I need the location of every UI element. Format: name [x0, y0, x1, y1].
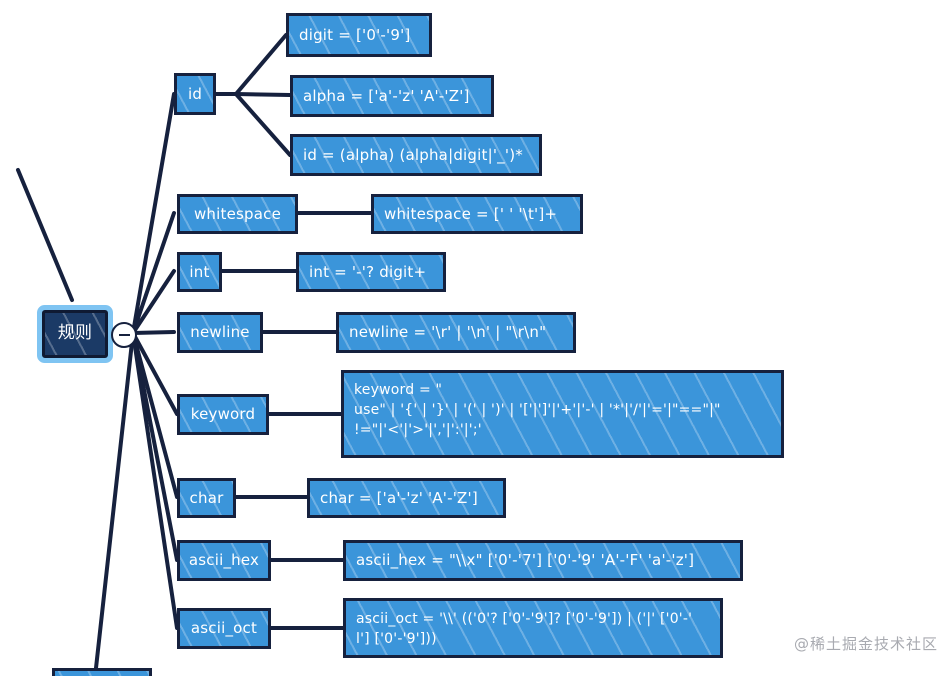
- collapse-toggle[interactable]: [111, 322, 137, 348]
- branch-node-newline[interactable]: newline: [177, 312, 263, 353]
- branch-node-ascii-oct[interactable]: ascii_oct: [177, 608, 271, 649]
- leaf-label-ascii-oct-rule: ascii_oct = '\\' (('0'? ['0'-'9']? ['0'-…: [356, 611, 693, 648]
- leaf-label-keyword-rule: keyword = " use" | '{' | '}' | '(' | ')'…: [354, 382, 721, 438]
- leaf-label-digit: digit = ['0'-'9']: [299, 25, 411, 44]
- leaf-label-newline-rule: newline = '\r' | '\n' | "\r\n": [349, 323, 547, 342]
- leaf-label-id-rule: id = (alpha) (alpha|digit|'_')*: [303, 145, 523, 164]
- leaf-node-int-rule[interactable]: int = '-'? digit+: [296, 252, 446, 292]
- leaf-label-ascii-hex-rule: ascii_hex = "\\x" ['0'-'7'] ['0'-'9' 'A'…: [356, 551, 695, 570]
- branch-node-int[interactable]: int: [177, 252, 222, 292]
- leaf-node-newline-rule[interactable]: newline = '\r' | '\n' | "\r\n": [336, 312, 576, 353]
- branch-node-id[interactable]: id: [174, 73, 216, 115]
- branch-node-ascii-hex[interactable]: ascii_hex: [177, 540, 271, 581]
- branch-label-keyword: keyword: [190, 405, 256, 424]
- leaf-label-char-rule: char = ['a'-'z' 'A'-'Z']: [320, 488, 478, 507]
- leaf-label-whitespace-rule: whitespace = [' ' '\t']+: [384, 204, 558, 223]
- branch-label-char: char: [189, 488, 224, 507]
- clipped-bottom-node[interactable]: [52, 668, 152, 676]
- leaf-node-digit[interactable]: digit = ['0'-'9']: [286, 13, 432, 57]
- leaf-node-whitespace-rule[interactable]: whitespace = [' ' '\t']+: [371, 194, 583, 234]
- leaf-node-ascii-hex-rule[interactable]: ascii_hex = "\\x" ['0'-'7'] ['0'-'9' 'A'…: [343, 540, 743, 581]
- branch-node-keyword[interactable]: keyword: [177, 394, 269, 435]
- leaf-node-alpha[interactable]: alpha = ['a'-'z' 'A'-'Z']: [290, 75, 494, 117]
- leaf-node-id-rule[interactable]: id = (alpha) (alpha|digit|'_')*: [290, 134, 542, 176]
- root-node[interactable]: 规则: [42, 310, 108, 358]
- branch-label-ascii-hex: ascii_hex: [188, 551, 260, 570]
- branch-label-id: id: [187, 84, 203, 103]
- branch-label-newline: newline: [190, 323, 250, 342]
- leaf-node-ascii-oct-rule[interactable]: ascii_oct = '\\' (('0'? ['0'-'9']? ['0'-…: [343, 598, 723, 658]
- minus-icon: [118, 334, 130, 336]
- branch-label-whitespace: whitespace: [193, 204, 282, 223]
- branch-node-char[interactable]: char: [177, 478, 236, 518]
- root-node-label: 规则: [57, 323, 93, 344]
- leaf-node-keyword-rule[interactable]: keyword = " use" | '{' | '}' | '(' | ')'…: [341, 370, 784, 458]
- branch-label-int: int: [189, 262, 210, 281]
- branch-node-whitespace[interactable]: whitespace: [177, 194, 298, 234]
- leaf-node-char-rule[interactable]: char = ['a'-'z' 'A'-'Z']: [307, 478, 506, 518]
- branch-label-ascii-oct: ascii_oct: [190, 619, 258, 638]
- leaf-label-int-rule: int = '-'? digit+: [309, 262, 427, 281]
- watermark: @稀土掘金技术社区: [793, 635, 938, 653]
- leaf-label-alpha: alpha = ['a'-'z' 'A'-'Z']: [303, 86, 470, 105]
